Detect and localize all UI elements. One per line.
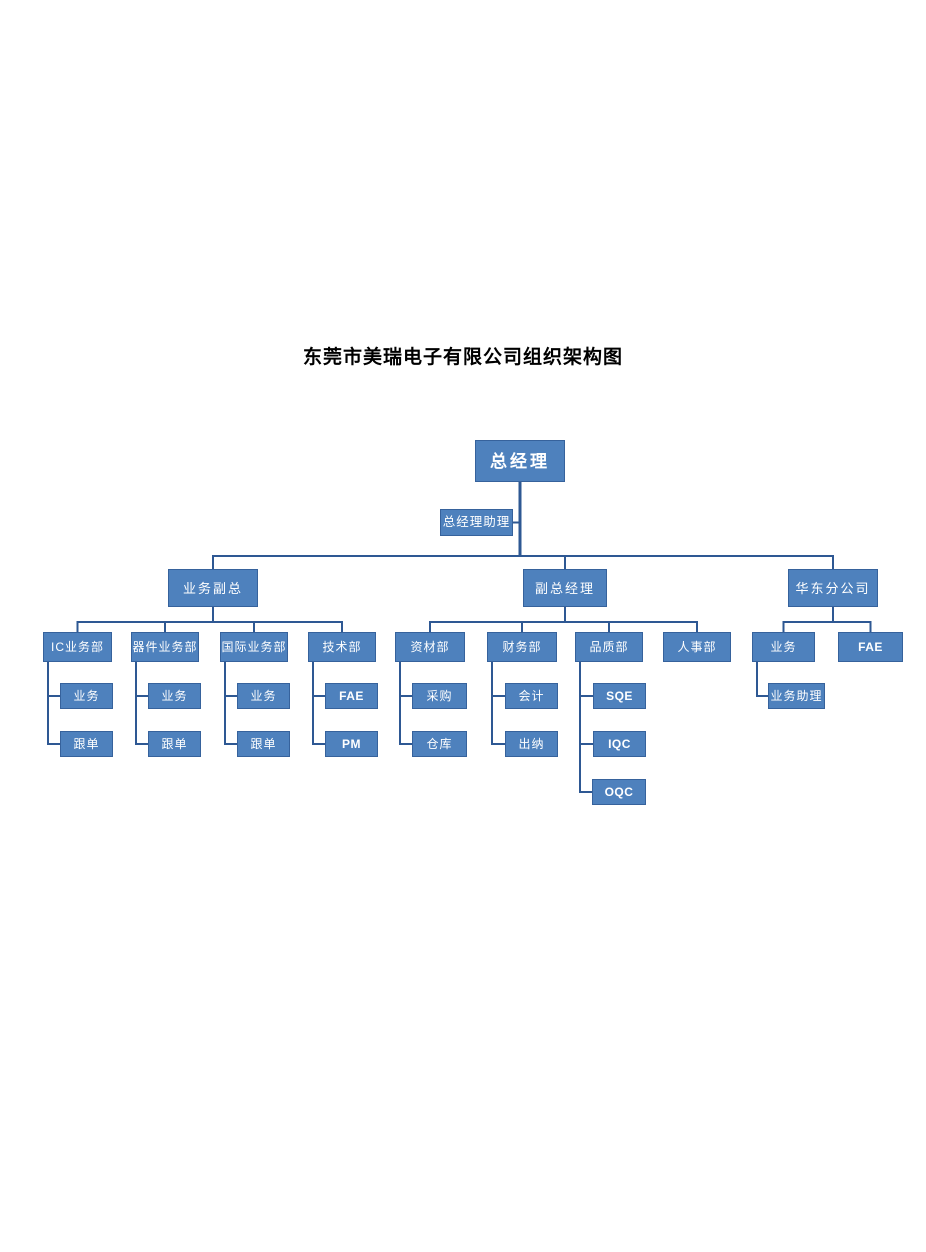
node-gm-assistant: 总经理助理 xyxy=(440,509,513,536)
node-component-business-dept: 器件业务部 xyxy=(131,632,199,662)
connector-hang-intl-dept xyxy=(223,662,237,746)
connector-hang-finance-dept xyxy=(490,662,505,746)
node-quality-dept: 品质部 xyxy=(575,632,643,662)
node-accounting: 会计 xyxy=(505,683,558,709)
connector-hang-tech-dept xyxy=(311,662,325,746)
node-component-merchandiser: 跟单 xyxy=(148,731,201,757)
chart-title: 东莞市美瑞电子有限公司组织架构图 xyxy=(302,347,623,368)
connector-east-branch-group xyxy=(782,607,872,632)
connector-hang-quality-dept xyxy=(578,662,593,794)
node-tech-fae: FAE xyxy=(325,683,378,709)
connector-hang-component-dept xyxy=(134,662,148,746)
node-ic-business-dept: IC业务部 xyxy=(43,632,112,662)
node-iqc: IQC xyxy=(593,731,646,757)
node-deputy-gm: 副总经理 xyxy=(523,569,607,607)
node-material-dept: 资材部 xyxy=(395,632,465,662)
node-east-fae: FAE xyxy=(838,632,903,662)
node-hr-dept: 人事部 xyxy=(663,632,731,662)
connector-hang-material-dept xyxy=(398,662,412,746)
node-east-sales: 业务 xyxy=(752,632,815,662)
node-ic-merchandiser: 跟单 xyxy=(60,731,113,757)
node-cashier: 出纳 xyxy=(505,731,558,757)
connector-hang-ic-dept xyxy=(46,662,60,746)
node-intl-merchandiser: 跟单 xyxy=(237,731,290,757)
node-finance-dept: 财务部 xyxy=(487,632,557,662)
node-east-china-branch: 华东分公司 xyxy=(788,569,878,607)
connector-deputy-gm-group xyxy=(428,607,699,632)
node-component-sales: 业务 xyxy=(148,683,201,709)
node-purchasing: 采购 xyxy=(412,683,467,709)
node-east-sales-assistant: 业务助理 xyxy=(768,683,825,709)
connector-root-trunk xyxy=(211,482,835,570)
node-vp-business: 业务副总 xyxy=(168,569,258,607)
node-intl-sales: 业务 xyxy=(237,683,290,709)
node-tech-pm: PM xyxy=(325,731,378,757)
connector-vp-business-group xyxy=(76,607,344,632)
connector-hang-east-sales xyxy=(755,662,768,698)
node-intl-business-dept: 国际业务部 xyxy=(220,632,288,662)
node-general-manager: 总经理 xyxy=(475,440,565,482)
node-tech-dept: 技术部 xyxy=(308,632,376,662)
node-sqe: SQE xyxy=(593,683,646,709)
node-ic-sales: 业务 xyxy=(60,683,113,709)
node-warehouse: 仓库 xyxy=(412,731,467,757)
node-oqc: OQC xyxy=(592,779,646,805)
